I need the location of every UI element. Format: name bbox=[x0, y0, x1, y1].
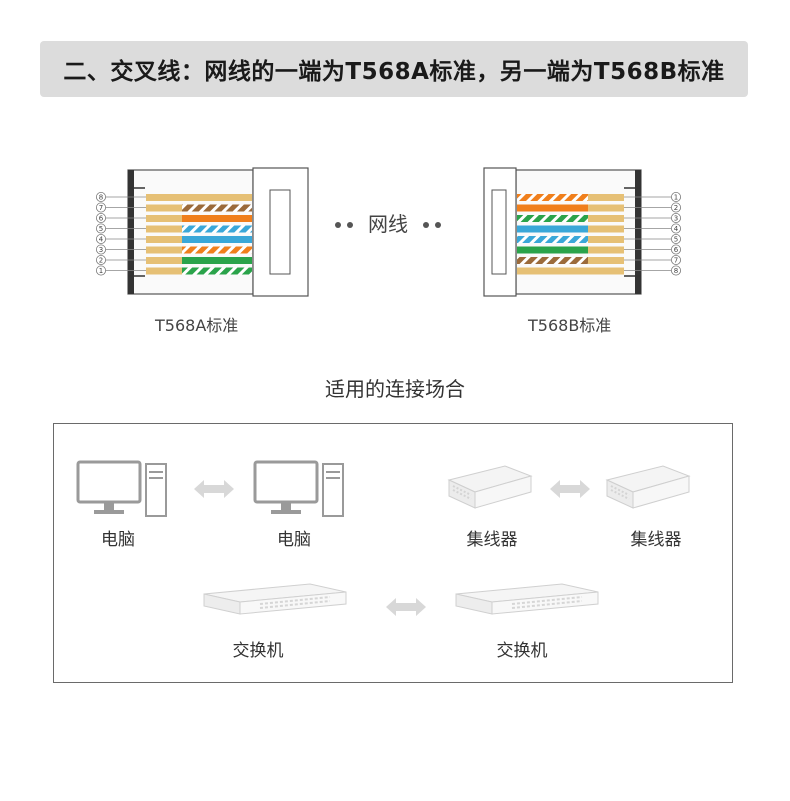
double-arrow-icon bbox=[550, 480, 590, 498]
pin-number: 1 bbox=[674, 194, 678, 202]
pin-marker bbox=[96, 255, 107, 266]
pin-marker bbox=[671, 265, 682, 276]
pin-number: 5 bbox=[674, 236, 678, 244]
wire-insulation bbox=[182, 204, 252, 212]
device-label: 交换机 bbox=[232, 641, 284, 661]
wire-insulation bbox=[517, 257, 588, 264]
pin-marker bbox=[96, 223, 107, 234]
pin-marker bbox=[671, 234, 682, 245]
wire-insulation bbox=[517, 246, 588, 254]
pin-marker bbox=[96, 234, 107, 245]
hub-icon bbox=[447, 465, 533, 509]
computer-icon bbox=[76, 460, 167, 517]
usage-section-title: 适用的连接场合 bbox=[325, 377, 465, 401]
pin-marker bbox=[671, 255, 682, 266]
pin-number: 1 bbox=[99, 267, 103, 275]
pin-marker bbox=[671, 223, 682, 234]
t568b-wire-bundle bbox=[517, 194, 624, 275]
device-label: 电脑 bbox=[277, 530, 311, 550]
pin-marker bbox=[96, 265, 107, 276]
t568b-caption: T568B标准 bbox=[528, 316, 612, 335]
switch-icon bbox=[203, 583, 347, 615]
cable-dot bbox=[435, 222, 441, 228]
usage-frame bbox=[53, 423, 733, 683]
device-label: 集线器 bbox=[466, 530, 518, 550]
pin-number: 4 bbox=[674, 225, 679, 233]
pin-marker bbox=[671, 244, 682, 255]
wire-insulation bbox=[182, 194, 252, 201]
hub-icon bbox=[605, 465, 691, 509]
pin-number: 3 bbox=[99, 246, 103, 254]
wire-insulation bbox=[517, 267, 588, 275]
t568a-wire-bundle bbox=[146, 194, 252, 275]
cable-dot bbox=[423, 222, 429, 228]
page-title-banner: 二、交叉线：网线的一端为T568A标准，另一端为T568B标准 bbox=[40, 41, 748, 97]
pin-marker bbox=[96, 192, 107, 203]
pin-number: 3 bbox=[674, 215, 678, 223]
wire-insulation bbox=[517, 215, 588, 222]
cable-dot bbox=[347, 222, 353, 228]
wire-insulation bbox=[517, 194, 588, 201]
pin-number: 2 bbox=[674, 204, 678, 212]
wire-insulation bbox=[517, 204, 588, 212]
wiring-diagram: 8 7 6 5 4 3 2 1 1 2 3 4 5 6 7 8 bbox=[96, 167, 682, 297]
double-arrow-icon bbox=[386, 598, 426, 616]
device-label: 交换机 bbox=[496, 641, 548, 661]
pin-number: 7 bbox=[99, 204, 103, 212]
pin-marker bbox=[671, 192, 682, 203]
wire-insulation bbox=[182, 257, 252, 264]
t568a-pin-numbers: 8 7 6 5 4 3 2 1 bbox=[96, 192, 146, 276]
pin-marker bbox=[96, 244, 107, 255]
pin-number: 4 bbox=[99, 236, 104, 244]
device-label: 集线器 bbox=[630, 530, 682, 550]
wire-insulation bbox=[182, 267, 252, 275]
wire-insulation bbox=[182, 246, 252, 254]
pin-number: 6 bbox=[99, 215, 104, 223]
pin-number: 7 bbox=[674, 257, 678, 265]
wire-insulation bbox=[182, 225, 252, 233]
pin-number: 2 bbox=[99, 257, 103, 265]
pin-number: 5 bbox=[99, 225, 103, 233]
device-label: 电脑 bbox=[101, 530, 135, 550]
pin-number: 6 bbox=[674, 246, 679, 254]
wire-insulation bbox=[517, 236, 588, 243]
t568b-pin-numbers: 1 2 3 4 5 6 7 8 bbox=[624, 192, 682, 276]
pin-number: 8 bbox=[674, 267, 678, 275]
wire-insulation bbox=[182, 215, 252, 222]
wire-insulation bbox=[517, 225, 588, 233]
rj45-connector-t568a: 8 7 6 5 4 3 2 1 bbox=[96, 167, 309, 297]
pin-marker bbox=[671, 213, 682, 224]
t568a-caption: T568A标准 bbox=[155, 316, 239, 335]
page-title: 二、交叉线：网线的一端为T568A标准，另一端为T568B标准 bbox=[63, 59, 725, 85]
switch-icon bbox=[455, 583, 599, 615]
rj45-connector-t568b: 1 2 3 4 5 6 7 8 bbox=[483, 167, 682, 297]
pin-number: 8 bbox=[99, 194, 103, 202]
pin-marker bbox=[96, 202, 107, 213]
pin-marker bbox=[96, 213, 107, 224]
computer-icon bbox=[253, 460, 344, 517]
cable-label: 网线 bbox=[368, 212, 408, 236]
cable-dot bbox=[335, 222, 341, 228]
double-arrow-icon bbox=[194, 480, 234, 498]
wire-insulation bbox=[182, 236, 252, 243]
pin-marker bbox=[671, 202, 682, 213]
